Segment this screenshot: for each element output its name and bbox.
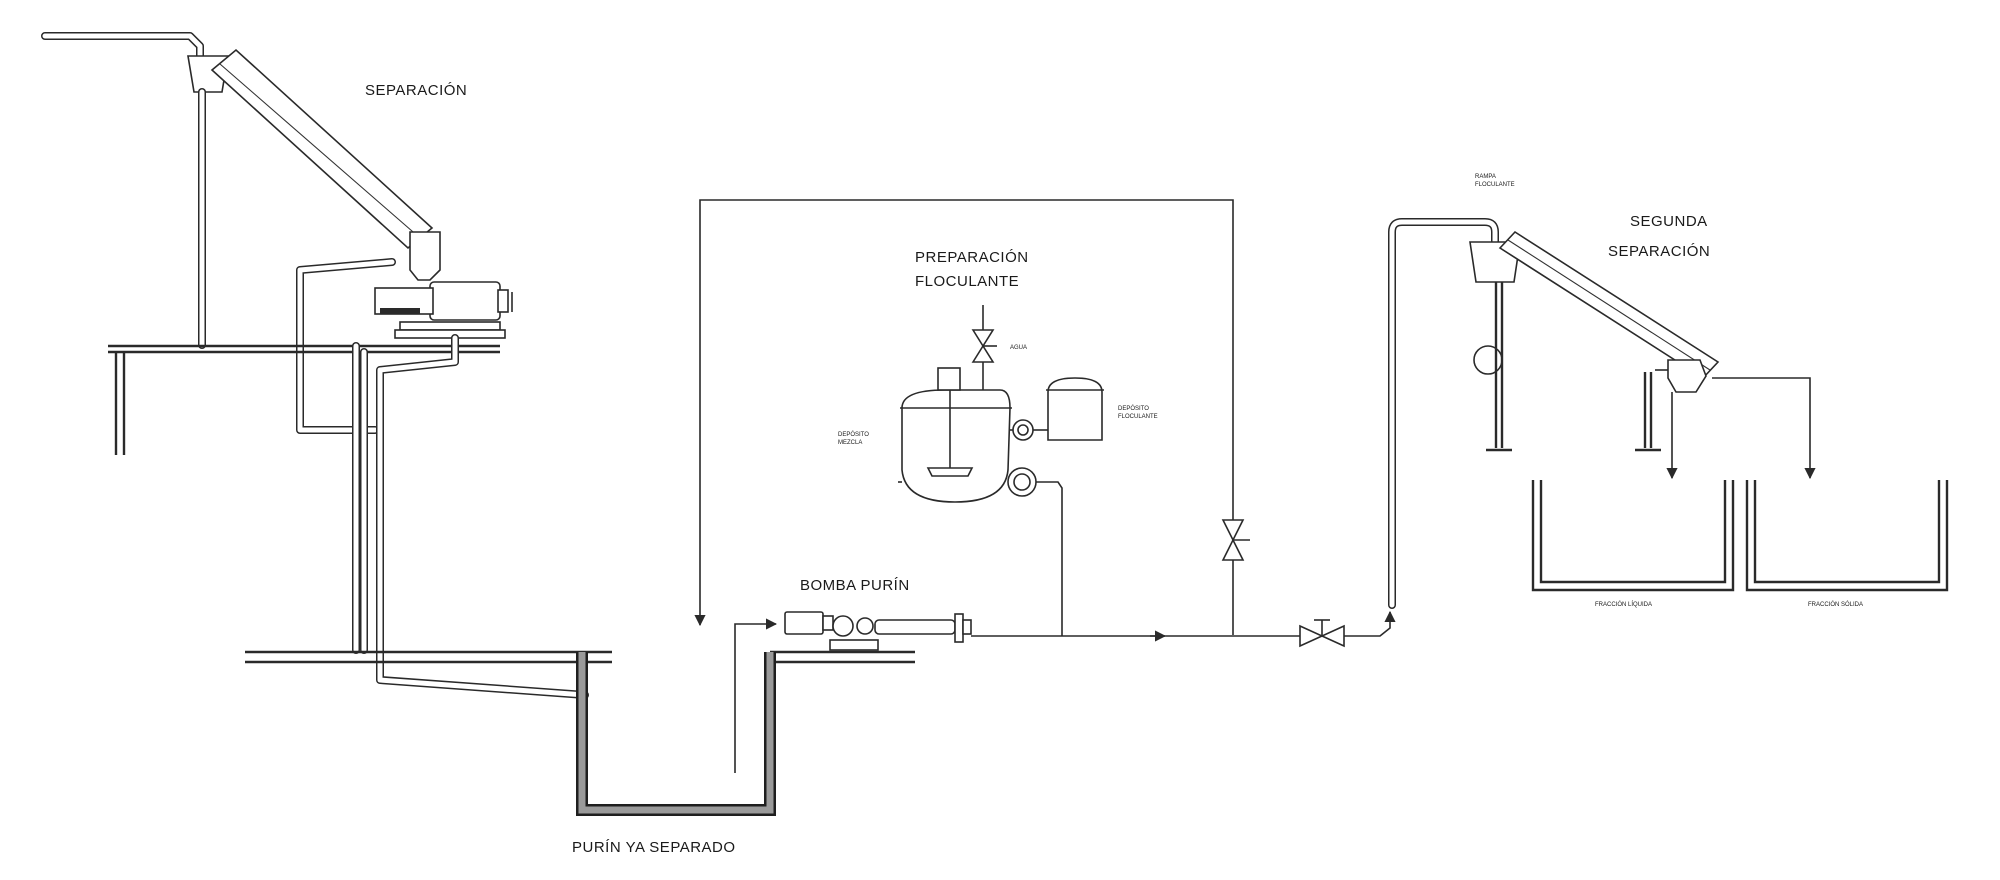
- main-valve: [1299, 619, 1345, 648]
- flocculant-preparation: [898, 305, 1104, 636]
- liquid-fraction-tank: [1531, 480, 1735, 592]
- label-deposito-floculante-1: DEPÓSITO: [1118, 405, 1149, 412]
- flocculant-tank: [1047, 377, 1103, 441]
- slurry-pump: [784, 611, 972, 651]
- dosing-pump-2: [1007, 467, 1037, 497]
- label-fraccion-solida: FRACCIÓN SÓLIDA: [1808, 601, 1863, 608]
- label-separacion: SEPARACIÓN: [365, 82, 467, 99]
- label-bomba-purin: BOMBA PURÍN: [800, 577, 910, 594]
- label-segunda-2: SEPARACIÓN: [1608, 243, 1710, 260]
- solid-fraction-tank: [1745, 480, 1949, 592]
- mixing-tank: [901, 389, 1011, 503]
- label-deposito-floculante-2: FLOCULANTE: [1118, 414, 1158, 420]
- label-purin-ya-separado: PURÍN YA SEPARADO: [572, 839, 736, 856]
- pit-wall: [576, 652, 776, 816]
- recirculation-valve: [1221, 519, 1250, 561]
- second-separator: [1388, 218, 1816, 609]
- recirculation-line: [694, 199, 1234, 635]
- label-segunda-1: SEGUNDA: [1630, 213, 1708, 230]
- inclined-screw: [210, 48, 434, 250]
- label-deposito-mezcla-2: MEZCLA: [838, 440, 862, 446]
- label-fraccion-liquida: FRACCIÓN LÍQUIDA: [1595, 601, 1652, 608]
- ground-and-pit: [245, 618, 915, 816]
- label-rampa-1: RAMPA: [1475, 174, 1496, 180]
- label-rampa-2: FLOCULANTE: [1475, 182, 1515, 188]
- screw-discharge-head: [409, 231, 441, 281]
- inlet-pipe: [41, 32, 204, 62]
- label-preparacion-1: PREPARACIÓN: [915, 249, 1029, 266]
- label-deposito-mezcla-1: DEPÓSITO: [838, 431, 869, 438]
- separator-motor: [429, 281, 501, 321]
- label-preparacion-2: FLOCULANTE: [915, 273, 1019, 290]
- label-agua: AGUA: [1010, 345, 1027, 351]
- dosing-pump-1: [1012, 419, 1034, 441]
- first-separator: [41, 32, 589, 699]
